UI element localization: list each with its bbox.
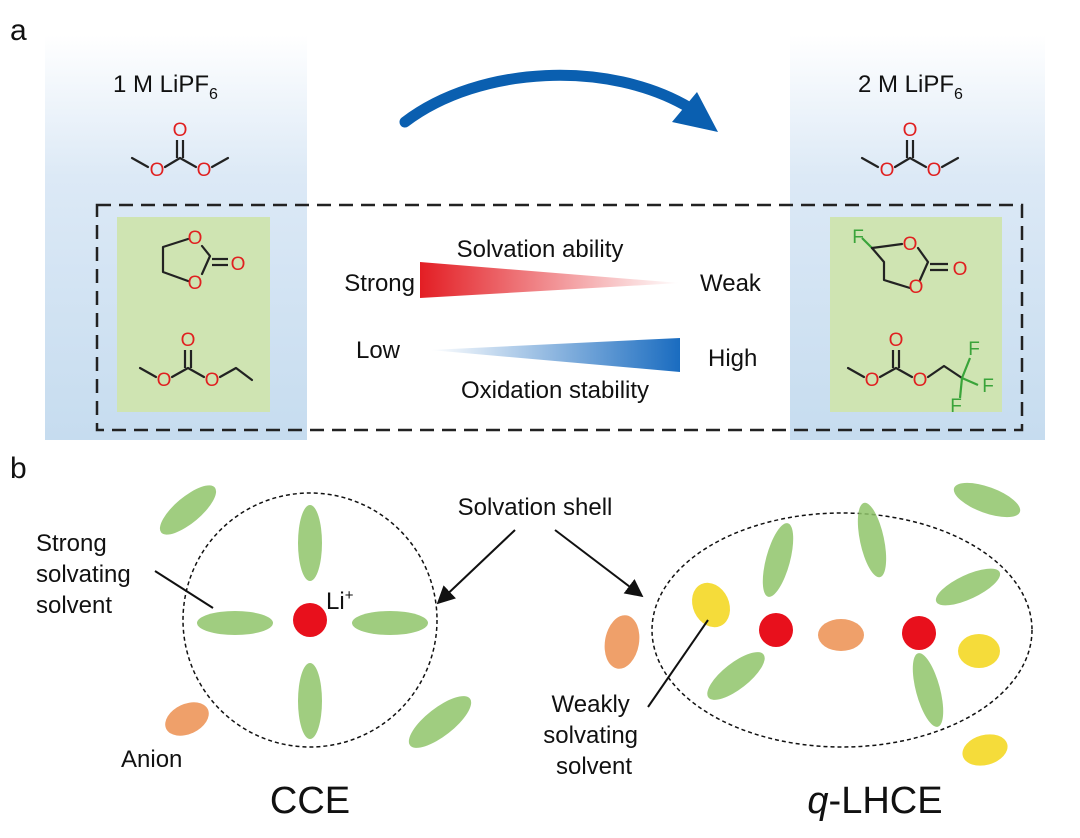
panel-b-label: b (10, 452, 27, 485)
svg-text:O: O (903, 120, 918, 141)
shell-arrow-right (554, 529, 644, 598)
transition-arrowhead (672, 92, 718, 132)
strong-solvent-label: Strong solvating solvent (36, 530, 137, 619)
anion-qlhce (818, 619, 864, 651)
svg-text:O: O (927, 160, 942, 181)
ec-molecule: O O O (161, 228, 246, 294)
strong-solvent-pointer (154, 570, 214, 609)
fec-molecule: F O O O (852, 227, 967, 298)
dmc-molecule-right: O O O (860, 120, 960, 181)
weak-solvent-2 (958, 634, 1000, 668)
oxidation-wedge (430, 338, 680, 372)
free-anion (604, 615, 640, 669)
svg-text:F: F (982, 376, 994, 397)
solvation-weak-label: Weak (700, 270, 762, 297)
weak-solvent-1 (692, 582, 730, 628)
svg-text:F: F (968, 339, 980, 360)
li-ion-qlhce-2 (902, 616, 936, 650)
svg-text:O: O (231, 254, 246, 275)
comparison-frame (95, 203, 1024, 432)
svg-text:O: O (188, 228, 203, 249)
solvation-strong-label: Strong (344, 270, 415, 297)
svg-text:O: O (889, 330, 904, 351)
weak-solvent-3 (962, 734, 1008, 766)
svg-text:F: F (950, 396, 962, 417)
left-cosolvent-box (117, 217, 270, 412)
oxidation-high-label: High (708, 345, 757, 372)
svg-text:O: O (157, 370, 172, 391)
right-salt-label: 2 M LiPF6 (858, 71, 963, 103)
li-ion-cce (293, 603, 327, 637)
svg-text:O: O (188, 273, 203, 294)
oxidation-low-label: Low (356, 337, 401, 364)
svg-text:O: O (150, 160, 165, 181)
svg-text:O: O (880, 160, 895, 181)
svg-text:O: O (865, 370, 880, 391)
qlhce-label: q-LHCE (807, 780, 942, 822)
li-ion-label: Li+ (326, 587, 354, 615)
li-ion-qlhce-1 (759, 613, 793, 647)
weak-solvent-label: Weakly solvating solvent (543, 691, 644, 780)
svg-text:O: O (913, 370, 928, 391)
solvation-ability-title: Solvation ability (457, 236, 624, 263)
anion-cce (165, 702, 209, 736)
emc-molecule: O O O (138, 330, 254, 391)
left-salt-label: 1 M LiPF6 (113, 71, 218, 103)
svg-text:F: F (852, 227, 864, 248)
qlhce-solvation-shell (651, 512, 1033, 748)
weak-solvent-pointer (647, 619, 709, 708)
svg-text:O: O (909, 277, 924, 298)
svg-text:O: O (173, 120, 188, 141)
solvation-shell-label: Solvation shell (458, 494, 613, 521)
shell-arrow-left (436, 529, 516, 605)
cce-solvents (159, 485, 472, 748)
oxidation-stability-title: Oxidation stability (461, 377, 649, 404)
svg-text:O: O (953, 259, 968, 280)
qlhce-solvents (707, 482, 1021, 727)
svg-text:O: O (903, 234, 918, 255)
svg-text:O: O (205, 370, 220, 391)
transition-arrow (399, 69, 696, 128)
cce-solvation-shell (182, 492, 438, 748)
solvation-wedge (420, 262, 680, 298)
fluorinated-carbonate-molecule: O O O F F F (846, 330, 994, 417)
dmc-molecule-left: O O O (130, 120, 230, 181)
cce-label: CCE (270, 780, 350, 822)
right-cosolvent-box (830, 217, 1002, 412)
anion-label: Anion (121, 746, 182, 773)
svg-text:O: O (181, 330, 196, 351)
svg-text:O: O (197, 160, 212, 181)
panel-a-label: a (10, 14, 27, 47)
